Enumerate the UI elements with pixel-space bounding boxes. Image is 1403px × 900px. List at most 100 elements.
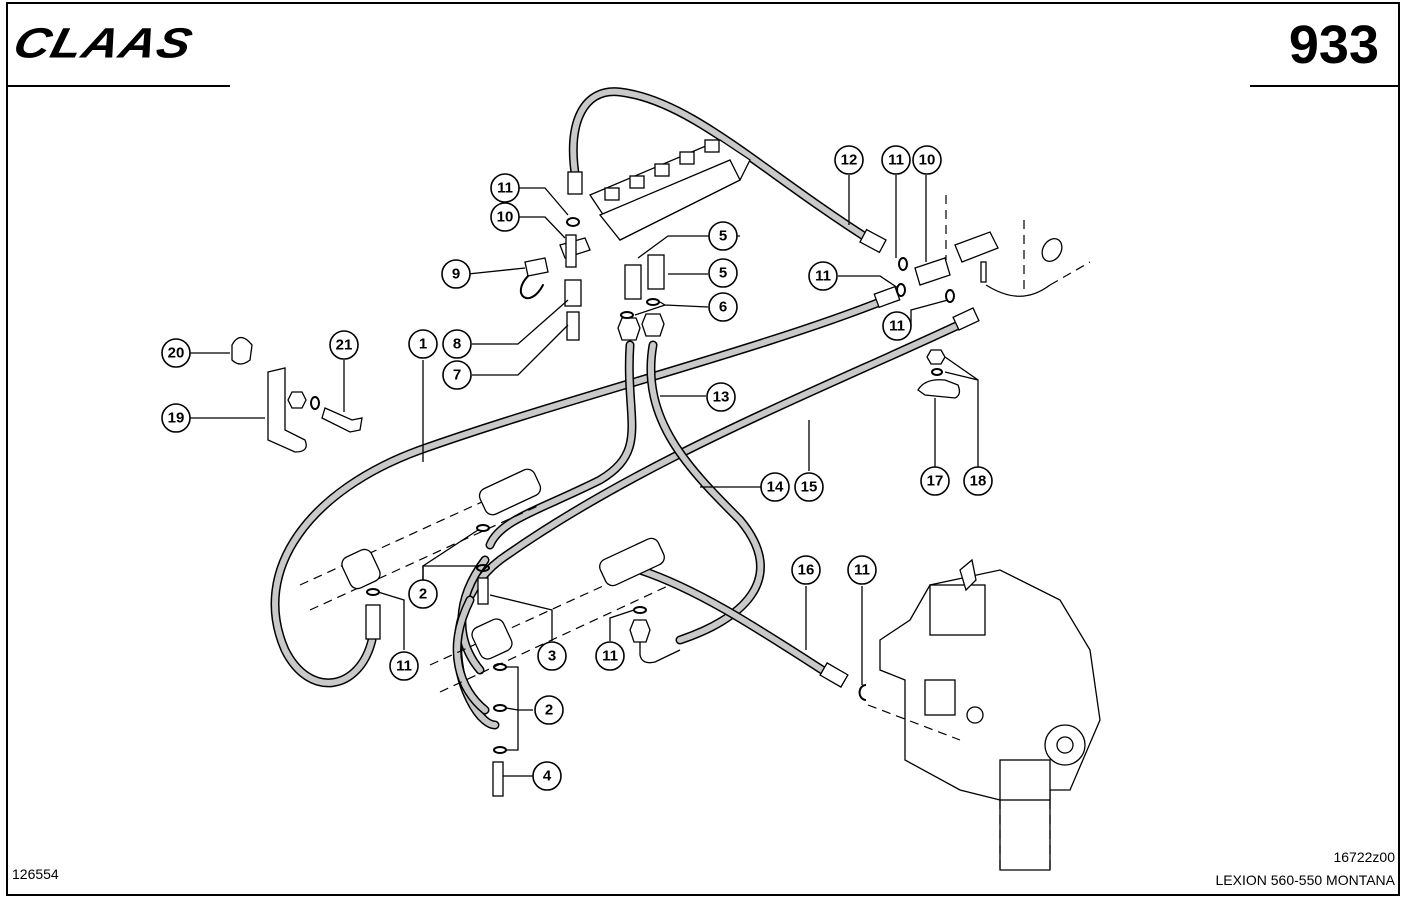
callout-11-label: 11 [602,648,618,665]
callout-5[interactable]: 5 [708,258,738,288]
logo-underline [8,85,230,87]
hose-banjo-lower [452,555,490,715]
callout-11[interactable]: 11 [882,311,912,341]
callout-16[interactable]: 16 [791,555,821,585]
o-ring-11f [633,606,647,614]
callout-21[interactable]: 21 [329,330,359,360]
callout-15[interactable]: 15 [794,472,824,502]
callout-18[interactable]: 18 [963,466,993,496]
callout-1-label: 1 [419,336,427,353]
callout-12[interactable]: 12 [834,145,864,175]
cylinder-upper-body [478,468,542,516]
callout-10-label: 10 [919,152,936,169]
callout-21-label: 21 [336,337,353,354]
callout-3[interactable]: 3 [537,641,567,671]
hose-1-ferrule [365,604,381,640]
callout-19[interactable]: 19 [161,403,191,433]
callout-5[interactable]: 5 [708,221,738,251]
callout-14[interactable]: 14 [760,472,790,502]
adapter-8 [564,279,582,307]
callout-11-label: 11 [889,318,905,335]
hose-12 [567,87,887,254]
callout-2[interactable]: 2 [408,579,438,609]
hose-12-ferrule-right [859,228,887,254]
o-ring-2a [476,524,490,532]
washer-18 [931,368,943,376]
callout-14-label: 14 [767,479,784,496]
callout-7[interactable]: 7 [442,360,472,390]
clamp-17 [917,379,961,399]
drawing-frame [6,2,1400,896]
callout-11[interactable]: 11 [881,145,911,175]
hoses [270,87,980,730]
o-ring-11b [898,257,908,271]
callout-9[interactable]: 9 [441,259,471,289]
callout-2-label: 2 [545,702,553,719]
hose-12-ferrule-left [567,171,583,195]
o-ring-11g [858,684,867,701]
hose-nut-b [641,313,665,337]
hose-13 [270,285,901,688]
callouts: 1 2 2 3 4 5 5 6 7 8 9 10 10 11 11 11 11 … [161,145,993,791]
callout-8[interactable]: 8 [442,329,472,359]
page-number: 933 [1288,15,1379,75]
o-ring-11d [945,289,955,303]
pin [980,261,987,283]
callout-5-label: 5 [719,265,727,282]
callout-17-label: 17 [927,473,944,490]
callout-11[interactable]: 11 [595,641,625,671]
callout-11-label: 11 [815,268,831,285]
valve-block [589,139,751,241]
callout-1[interactable]: 1 [408,329,438,359]
o-ring-6a [620,311,634,319]
hose-15 [453,307,980,730]
drawing-code: 16722z00 [1333,849,1395,865]
figure-number: 126554 [12,866,59,882]
cylinder-lower [429,537,671,693]
hose-valve-lower [485,313,665,550]
hose-nut-a [617,317,641,341]
callout-10[interactable]: 10 [912,145,942,175]
cross-fitting-10a-stem [565,234,577,268]
callout-2-label: 2 [419,586,427,603]
leader-lines [190,175,979,777]
tee-fitting-5a [624,264,642,300]
washer-21 [310,396,320,410]
machine-model: LEXION 560-550 MONTANA [1215,872,1395,888]
cross-fitting-10b [914,257,951,286]
callout-5-label: 5 [719,228,727,245]
hydraulic-pump [867,558,1101,872]
callout-13-label: 13 [713,389,730,406]
cylinder-lower-body [599,537,665,587]
callout-2[interactable]: 2 [534,695,564,725]
tee-fitting-tank [954,231,999,263]
callout-17[interactable]: 17 [920,466,950,496]
o-ring-2c [493,663,507,671]
callout-20[interactable]: 20 [161,338,191,368]
callout-10[interactable]: 10 [490,202,520,232]
banjo-bolt-4 [492,761,504,797]
cylinder-lower-bushing [471,618,513,660]
union-9 [524,257,549,277]
page-number-underline [1250,85,1400,87]
callout-11-label: 11 [854,562,870,579]
callout-13[interactable]: 13 [706,382,736,412]
callout-19-label: 19 [168,410,185,427]
banjo-bolt-3 [477,577,489,605]
hose-clamp-20 [231,336,253,365]
callout-11[interactable]: 11 [490,173,520,203]
small-parts [231,195,1091,797]
callout-12-label: 12 [841,152,858,169]
cylinder-upper-bushing [341,548,381,590]
callout-11-label: 11 [396,658,412,675]
callout-11[interactable]: 11 [389,651,419,681]
callout-18-label: 18 [970,473,987,490]
bolt-21 [321,407,363,433]
callout-4[interactable]: 4 [532,761,562,791]
o-ring-11a [566,217,580,227]
callout-4-label: 4 [543,768,552,785]
callout-11[interactable]: 11 [808,261,838,291]
callout-11[interactable]: 11 [847,555,877,585]
callout-6[interactable]: 6 [708,292,738,322]
